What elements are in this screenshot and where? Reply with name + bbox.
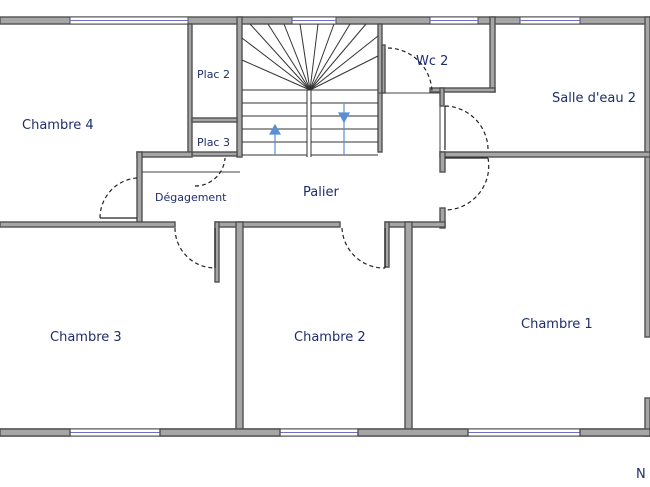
staircase (241, 23, 379, 157)
windows (69, 16, 581, 437)
compass-label: N (636, 467, 646, 482)
room-label-chambre3: Chambre 3 (50, 330, 122, 345)
room-label-palier: Palier (303, 185, 339, 200)
room-label-chambre1: Chambre 1 (521, 317, 593, 332)
room-label-salle-eau2: Salle d'eau 2 (552, 91, 636, 106)
room-label-chambre2: Chambre 2 (294, 330, 366, 345)
room-label-wc2: Wc 2 (416, 54, 448, 69)
doors (99, 47, 490, 269)
room-label-plac3: Plac 3 (197, 136, 230, 149)
room-label-degagement: Dégagement (155, 191, 227, 204)
stair-down-arrow (337, 103, 351, 155)
interior-walls (0, 16, 650, 437)
room-label-chambre4: Chambre 4 (22, 118, 94, 133)
room-label-plac2: Plac 2 (197, 68, 230, 81)
stair-up-arrow (268, 123, 282, 155)
